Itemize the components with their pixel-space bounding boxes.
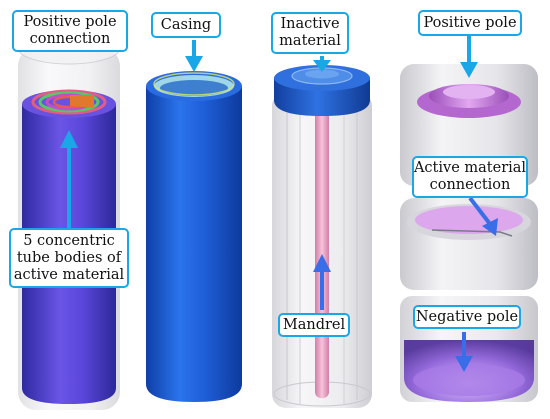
arrow-head — [313, 60, 331, 72]
label-line: Mandrel — [282, 316, 346, 333]
label-casing: Casing — [151, 12, 221, 38]
pole-boss — [443, 85, 495, 99]
arrow-shaft — [468, 196, 492, 226]
connection-wire — [431, 229, 513, 237]
panel-tube-bodies — [17, 31, 121, 410]
tube-ring-2 — [38, 91, 100, 113]
label-line: connection — [29, 31, 111, 47]
panel-active-material-connection — [400, 196, 538, 290]
panel-positive-pole — [400, 34, 538, 186]
casing-cylinder — [146, 86, 242, 402]
label-line: material — [279, 33, 341, 49]
label-positive-pole: Positive pole — [418, 10, 522, 36]
label-line: connection — [429, 177, 511, 193]
arrow-head — [455, 356, 473, 372]
label-line: 5 concentric — [23, 232, 115, 249]
casing-inner-edge — [153, 72, 235, 96]
casing-inner — [160, 80, 228, 96]
label-line: Active material — [413, 160, 527, 176]
cap-boss — [305, 69, 339, 79]
label-line: tube bodies of — [16, 249, 122, 266]
label-line: Negative pole — [415, 308, 519, 325]
label-line: active material — [13, 266, 125, 283]
panel-inactive-material — [272, 56, 372, 408]
label-mandrel: Mandrel — [278, 313, 350, 337]
label-line: Casing — [160, 16, 212, 33]
label-line: Inactive — [280, 16, 340, 32]
label-line: Positive pole — [423, 14, 517, 31]
pole-connection-tab — [70, 95, 94, 108]
label-tube-bodies: 5 concentric tube bodies of active mater… — [9, 228, 129, 288]
panel-casing — [146, 40, 242, 402]
connection-pole — [415, 206, 523, 234]
negative-plate — [413, 364, 525, 396]
arrow-head — [482, 218, 498, 236]
label-active-material-connection: Active material connection — [412, 156, 528, 198]
arrow-head — [185, 56, 203, 72]
arrow-head — [460, 62, 478, 78]
label-positive-pole-connection: Positive pole connection — [12, 10, 128, 52]
tube-ring-1 — [31, 89, 107, 115]
arrow-head — [60, 130, 78, 148]
label-negative-pole: Negative pole — [413, 305, 521, 329]
arrow-head — [313, 254, 331, 272]
label-line: Positive pole — [23, 14, 117, 30]
label-inactive-material: Inactive material — [271, 12, 349, 54]
